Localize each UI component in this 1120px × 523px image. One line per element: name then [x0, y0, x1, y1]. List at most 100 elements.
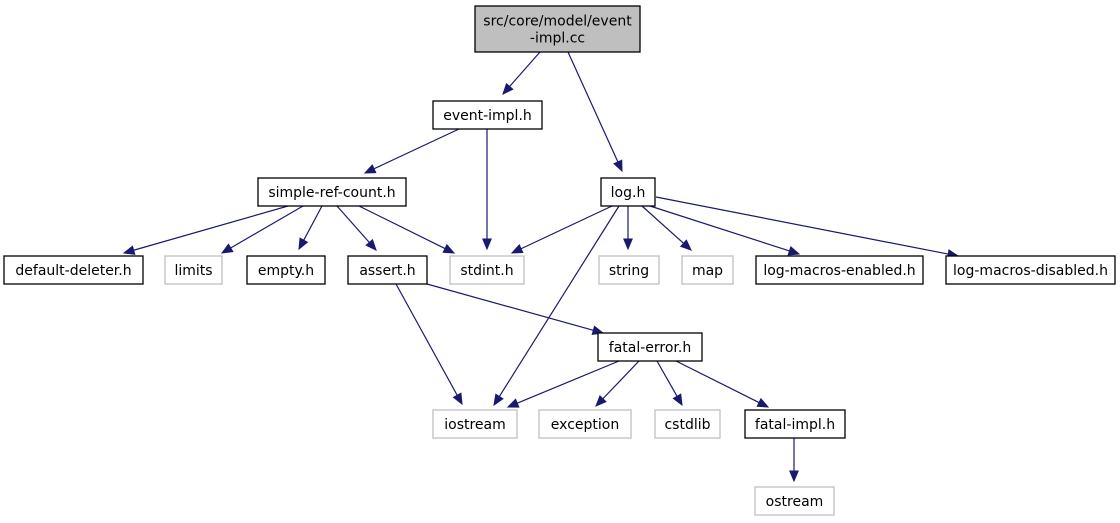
- arrowhead-icon: [363, 164, 377, 174]
- edge-simple-ref-count-h-to-assert-h: [336, 205, 377, 251]
- node-box: [600, 177, 656, 207]
- node-fatal-error-h[interactable]: fatal-error.h: [597, 332, 703, 362]
- arrowhead-icon: [298, 237, 309, 251]
- node-label: log-macros-enabled.h: [763, 263, 915, 279]
- edge-line: [426, 283, 594, 331]
- arrowhead-icon: [679, 239, 692, 251]
- node-label: stdint.h: [460, 263, 513, 279]
- node-box: [538, 409, 632, 439]
- node-limits[interactable]: limits: [164, 255, 223, 285]
- node-cstdlib[interactable]: cstdlib: [654, 409, 721, 439]
- node-label: default-deleter.h: [15, 263, 131, 279]
- node-log-macros-enabled-h[interactable]: log-macros-enabled.h: [755, 255, 924, 285]
- edge-event-impl-h-to-simple-ref-count-h: [363, 128, 460, 174]
- node-box: [432, 409, 518, 439]
- edges-layer: [122, 51, 960, 483]
- arrowhead-icon: [506, 398, 520, 408]
- edge-line: [602, 360, 640, 400]
- node-map[interactable]: map: [681, 255, 734, 285]
- node-label: cstdlib: [664, 417, 710, 433]
- edge-log-h-to-log-macros-disabled-h: [655, 196, 960, 259]
- edge-log-h-to-log-macros-enabled-h: [649, 205, 801, 256]
- node-root[interactable]: src/core/model/event-impl.cc: [474, 5, 641, 53]
- node-label: fatal-impl.h: [755, 417, 835, 433]
- edge-line: [567, 51, 619, 163]
- edge-line: [373, 128, 460, 170]
- node-label: map: [692, 263, 723, 279]
- node-label: log.h: [611, 185, 646, 201]
- edge-fatal-error-h-to-exception: [595, 360, 640, 407]
- node-box: [449, 255, 525, 285]
- node-label: ostream: [766, 494, 824, 510]
- node-exception[interactable]: exception: [538, 409, 632, 439]
- edge-line: [336, 205, 370, 243]
- arrowhead-icon: [672, 393, 683, 407]
- edge-line: [649, 205, 790, 252]
- edge-log-h-to-map: [641, 205, 692, 251]
- node-box: [347, 255, 428, 285]
- edge-line: [675, 360, 760, 404]
- node-iostream[interactable]: iostream: [432, 409, 518, 439]
- node-label: src/core/model/event: [483, 14, 632, 30]
- node-fatal-impl-h[interactable]: fatal-impl.h: [744, 409, 846, 439]
- node-label: empty.h: [258, 263, 314, 279]
- node-log-macros-disabled-h[interactable]: log-macros-disabled.h: [945, 255, 1116, 285]
- edge-simple-ref-count-h-to-stdint-h: [358, 205, 456, 254]
- edge-line: [509, 51, 541, 87]
- node-box: [754, 486, 835, 516]
- edge-root-to-log-h: [567, 51, 623, 173]
- node-box: [164, 255, 223, 285]
- node-label: assert.h: [359, 263, 415, 279]
- node-box: [597, 332, 703, 362]
- edge-line: [656, 360, 678, 397]
- node-box: [246, 255, 326, 285]
- arrowhead-icon: [756, 397, 770, 408]
- edge-simple-ref-count-h-to-limits: [220, 205, 304, 254]
- edge-line: [230, 205, 304, 249]
- node-empty-h[interactable]: empty.h: [246, 255, 326, 285]
- edge-simple-ref-count-h-to-empty-h: [298, 205, 323, 251]
- arrowhead-icon: [493, 393, 504, 407]
- arrowhead-icon: [787, 246, 801, 256]
- node-log-h[interactable]: log.h: [600, 177, 656, 207]
- node-box: [432, 100, 543, 130]
- node-default-deleter-h[interactable]: default-deleter.h: [3, 255, 144, 285]
- edge-line: [498, 205, 620, 397]
- node-assert-h[interactable]: assert.h: [347, 255, 428, 285]
- node-event-impl-h[interactable]: event-impl.h: [432, 100, 543, 130]
- edge-root-to-event-impl-h: [502, 51, 541, 95]
- arrowhead-icon: [613, 159, 623, 173]
- edge-log-h-to-iostream: [493, 205, 620, 407]
- node-box: [474, 5, 641, 53]
- node-string[interactable]: string: [598, 255, 660, 285]
- arrowhead-icon: [510, 244, 524, 254]
- arrowhead-icon: [482, 238, 492, 251]
- node-box: [654, 409, 721, 439]
- node-simple-ref-count-h[interactable]: simple-ref-count.h: [257, 177, 407, 207]
- arrowhead-icon: [623, 238, 633, 251]
- node-box: [3, 255, 144, 285]
- node-label: exception: [551, 417, 619, 433]
- node-label: fatal-error.h: [609, 340, 691, 356]
- edge-line: [655, 196, 949, 255]
- arrowhead-icon: [122, 245, 136, 255]
- edge-simple-ref-count-h-to-default-deleter-h: [122, 205, 289, 255]
- arrowhead-icon: [442, 243, 456, 254]
- edge-fatal-impl-h-to-ostream: [789, 438, 799, 483]
- edge-fatal-error-h-to-cstdlib: [656, 360, 683, 407]
- node-stdint-h[interactable]: stdint.h: [449, 255, 525, 285]
- arrowhead-icon: [220, 243, 234, 254]
- edge-line: [303, 205, 323, 241]
- node-label: iostream: [444, 417, 506, 433]
- edge-line: [641, 205, 684, 244]
- edge-line: [395, 283, 458, 396]
- arrowhead-icon: [452, 392, 463, 406]
- edge-fatal-error-h-to-fatal-impl-h: [675, 360, 770, 408]
- edge-assert-h-to-iostream: [395, 283, 463, 406]
- edge-event-impl-h-to-stdint-h: [482, 129, 492, 251]
- edge-fatal-error-h-to-iostream: [506, 360, 620, 408]
- edge-line: [520, 205, 613, 250]
- node-ostream[interactable]: ostream: [754, 486, 835, 516]
- nodes-layer: src/core/model/event-impl.cc event-impl.h…: [3, 5, 1116, 516]
